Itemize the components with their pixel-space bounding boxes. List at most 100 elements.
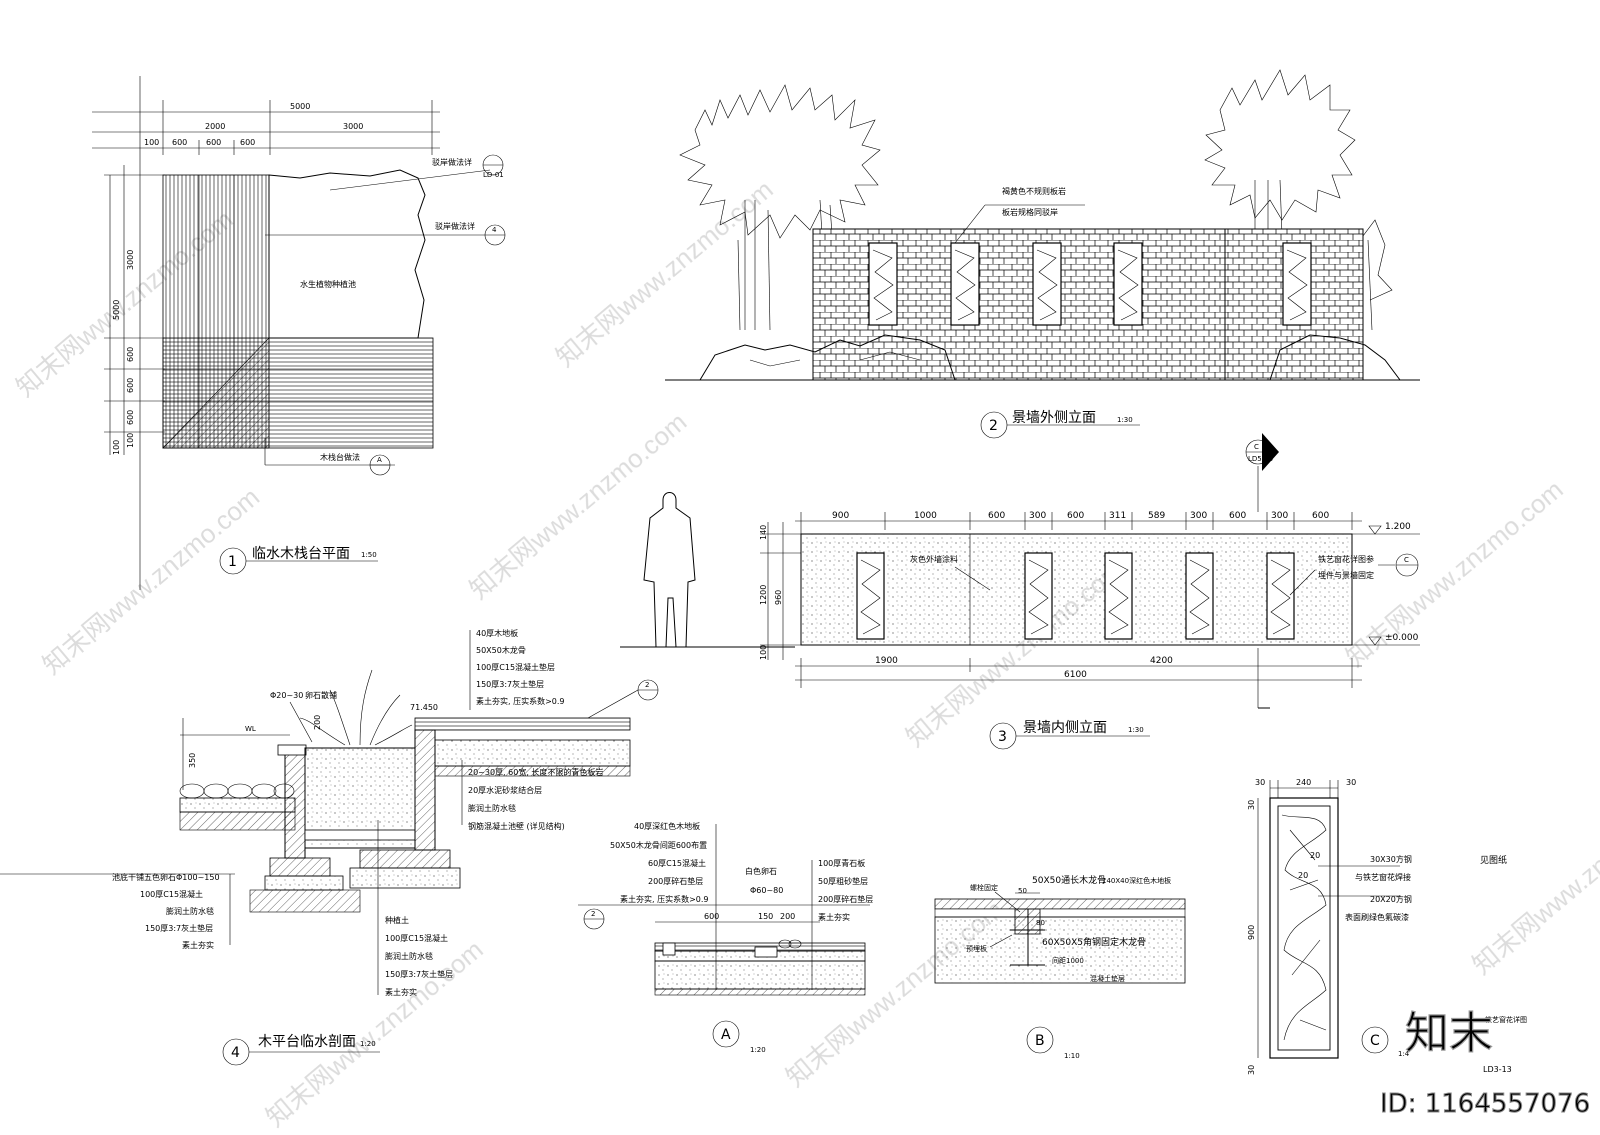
inner-wall [800, 533, 1353, 646]
note-text: 褐黄色不规则板岩 [1002, 186, 1066, 196]
dim-text: 150 [758, 912, 773, 921]
drawing-scale: 1:50 [361, 551, 377, 559]
inner-dim: 20 [1298, 871, 1308, 880]
level-text: ±0.000 [1385, 633, 1419, 643]
dim-text: 600 [988, 511, 1005, 521]
stone-label: Φ60~80 [750, 886, 783, 895]
dim-text: 200 [313, 715, 322, 730]
dim-text: 600 [1067, 511, 1084, 521]
drawing-title: 景墙内侧立面 [1023, 720, 1107, 736]
dim-text: 600 [126, 410, 135, 425]
layer-label: 50X50木龙骨间距600布置 [610, 840, 707, 850]
elev-text: 71.450 [410, 703, 438, 712]
dim-text: 300 [1190, 511, 1207, 521]
layer-label: 200厚碎石垫层 [648, 876, 703, 886]
drawing-scale: 1:20 [360, 1040, 376, 1048]
title-bubble [1026, 1026, 1054, 1054]
label: 20X20方钢 [1370, 894, 1412, 904]
note-text: 埋件与景墙固定 [1318, 570, 1374, 580]
dim-text: 140 [759, 525, 768, 540]
dim-text: 200 [780, 912, 795, 921]
dim-text: 600 [126, 347, 135, 362]
dim-text: 30 [1346, 778, 1356, 787]
title-number: B [1035, 1033, 1045, 1049]
section-sheet: LD5-15 [1248, 455, 1273, 463]
ref-text: C [1404, 556, 1409, 564]
detail-b: 螺栓固定 50X50通长木龙骨 140X40深红色木地板 50 80 预埋板 6… [934, 874, 1186, 1060]
title-tail: 铁艺窗花详图 [1485, 1015, 1527, 1024]
dim-text: 600 [704, 912, 719, 921]
drawing-scale: 1:30 [1128, 726, 1144, 734]
stone-size: Φ20~30 [270, 691, 303, 700]
sheet-number: LD3-13 [1483, 1065, 1512, 1074]
dim-text: 600 [240, 138, 255, 147]
layer-label: 池底干铺五色卵石Φ100~150 [112, 872, 220, 882]
drawing-scale: 1:30 [1117, 416, 1133, 424]
section-drawing: WL 350 Φ20~30 卵石散铺 [0, 628, 659, 1066]
plan-drawing: 5000 2000 3000 100 600 600 600 3000 5000… [92, 76, 506, 590]
dim-text: 30 [1255, 778, 1265, 787]
layer-label: 60厚C15混凝土 [648, 858, 706, 868]
title-bubble [712, 1020, 740, 1048]
dim-text: 589 [1148, 511, 1165, 521]
section-ref: C [1254, 443, 1259, 451]
ref-text: 2 [591, 910, 595, 918]
dim-text: 100 [759, 645, 768, 660]
see-note: 见图纸 [1480, 854, 1507, 866]
stone-label: 白色卵石 [745, 866, 777, 876]
dim-text: 4200 [1150, 656, 1173, 666]
layer-label: 素土夯实 [385, 987, 417, 997]
layer-label: 200厚碎石垫层 [818, 894, 873, 904]
brand-logo: 知末 [1405, 1008, 1493, 1059]
ref-text: LD-01 [483, 171, 504, 179]
layer-label: 50X50木龙骨 [476, 645, 526, 655]
rocks-left [699, 334, 956, 381]
section-arrow [1262, 433, 1279, 471]
dim-text: 300 [1029, 511, 1046, 521]
watermark: 知末网www.znzmo.com [1467, 782, 1600, 980]
dim-text: 100 [144, 138, 159, 147]
ref-text: 4 [492, 226, 497, 234]
leader-label: 驳岸做法详 [435, 221, 475, 231]
deck-layer [414, 717, 631, 731]
layer-label: 膨润土防水毯 [468, 803, 516, 813]
dim-text: 5000 [290, 102, 310, 111]
label: 60X50X5角钢固定木龙骨 [1042, 936, 1146, 948]
pond-pebbles [179, 783, 295, 799]
layer-label: 40厚木地板 [476, 628, 518, 638]
dim-text: 5000 [112, 300, 121, 320]
label: 30X30方钢 [1370, 854, 1412, 864]
person-scale-figure [643, 492, 696, 648]
layer-label: 素土夯实 [182, 940, 214, 950]
level-text: 1.200 [1385, 522, 1411, 532]
drawing-title: 景墙外侧立面 [1012, 410, 1096, 426]
layer-label: 素土夯实, 压实系数>0.9 [620, 894, 709, 904]
detail-c: 30 240 30 900 30 30 20 20 30X30方钢 与铁艺窗花焊… [1247, 778, 1527, 1075]
dim-text: 350 [188, 753, 197, 768]
dim-text: 1900 [875, 656, 898, 666]
dim-text: 240 [1296, 778, 1311, 787]
inner-elevation: C LD5-15 [620, 433, 1420, 750]
watermark: 知末网www.znzmo.com [550, 174, 778, 372]
drawing-title: 木平台临水剖面 [258, 1034, 356, 1050]
pond-label: 水生植物种植池 [300, 279, 356, 289]
layer-label: 素土夯实 [818, 912, 850, 922]
watermark: 知末网www.znzmo.com [260, 934, 488, 1131]
dim-text: 100 [112, 440, 121, 455]
label: 混凝土垫层 [1090, 974, 1125, 983]
title-number: 4 [231, 1045, 240, 1061]
watermark: 知末网www.znzmo.com [1340, 474, 1568, 672]
label: 80 [1036, 919, 1045, 927]
outer-elevation: 褐黄色不规则板岩 板岩规格同驳岸 2 景墙外侧立面 1:30 [665, 69, 1420, 439]
title-number: 3 [998, 729, 1007, 745]
layer-label: 150厚3:7灰土垫层 [145, 923, 213, 933]
dim-text: 600 [1229, 511, 1246, 521]
inner-windows [856, 552, 1295, 640]
dim-text: 3000 [343, 122, 363, 131]
layer-label: 100厚青石板 [818, 858, 865, 868]
drawing-title: 临水木栈台平面 [252, 546, 350, 562]
dim-text: 311 [1109, 511, 1126, 521]
dim-text: 100 [126, 433, 135, 448]
label: 140X40深红色木地板 [1102, 876, 1171, 885]
stone-wall [812, 228, 1364, 381]
